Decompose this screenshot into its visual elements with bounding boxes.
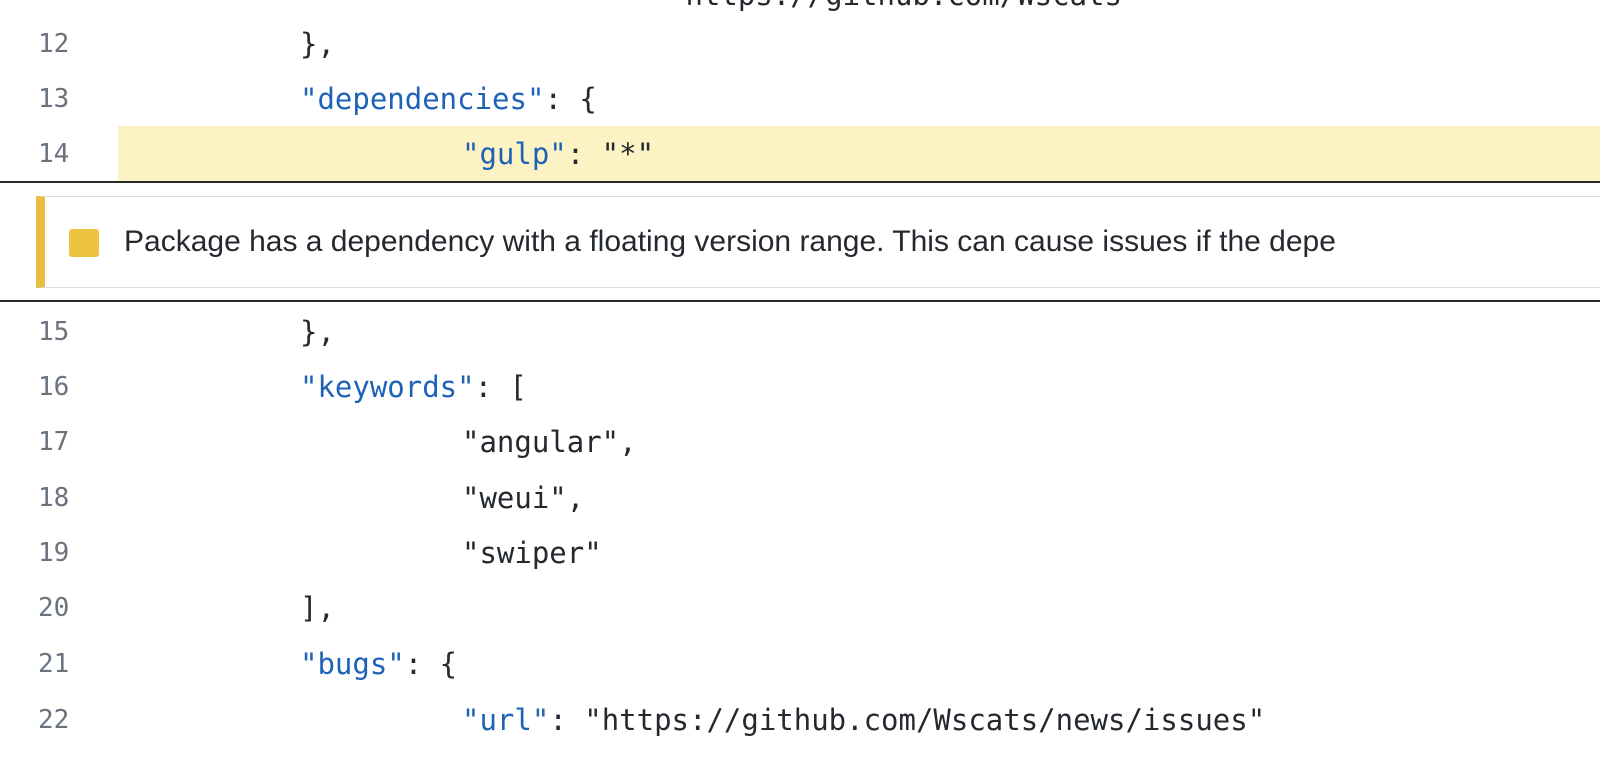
code-text: },: [300, 304, 335, 360]
code-punctuation: },: [300, 315, 335, 349]
line-number: 17: [38, 427, 70, 457]
code-line-19: 19 "swiper": [0, 525, 1600, 581]
line-number: 16: [38, 372, 70, 402]
code-text: "dependencies": {: [300, 71, 597, 127]
line-highlight: [118, 126, 1600, 182]
code-punctuation: : [: [474, 370, 527, 404]
line-number: 19: [38, 538, 70, 568]
code-line-15: 15 },: [0, 304, 1600, 360]
annotation-top-border: [0, 181, 1600, 183]
annotation-panel: Package has a dependency with a floating…: [0, 186, 1600, 302]
code-punctuation: ],: [300, 591, 335, 625]
code-punctuation: : {: [404, 647, 458, 681]
code-text: },: [300, 16, 335, 72]
code-line-16: 16 "keywords": [: [0, 359, 1600, 415]
json-key: "keywords": [300, 370, 475, 404]
code-punctuation: },: [300, 27, 335, 61]
json-string: "swiper": [462, 536, 602, 570]
code-punctuation: : "*": [566, 137, 655, 171]
code-line-22: 22 "url": "https://github.com/Wscats/new…: [0, 692, 1600, 748]
line-number: 22: [38, 705, 70, 735]
code-text: "weui",: [462, 470, 584, 526]
json-key: "gulp": [462, 137, 567, 171]
code-line-13: 13 "dependencies": {: [0, 71, 1600, 127]
json-string: "weui",: [462, 481, 585, 515]
code-line-18: 18 "weui",: [0, 470, 1600, 526]
json-string: : "https://github.com/Wscats/news/issues…: [549, 703, 1266, 737]
code-text: "gulp": "*": [462, 126, 654, 182]
annotation-bottom-border: [0, 300, 1600, 302]
code-line-21: 21 "bugs": {: [0, 636, 1600, 692]
code-line-12: 12 },: [0, 16, 1600, 72]
json-key: "bugs": [300, 647, 405, 681]
line-number: 15: [38, 317, 70, 347]
json-key: "url": [462, 703, 550, 737]
line-number: 18: [38, 483, 70, 513]
code-text: ],: [300, 580, 335, 636]
warning-annotation[interactable]: Package has a dependency with a floating…: [36, 196, 1600, 288]
code-line-20: 20 ],: [0, 580, 1600, 636]
code-line-17: 17 "angular",: [0, 414, 1600, 470]
code-text: "https://github.com/Wscats: [668, 0, 1122, 12]
code-punctuation: : {: [544, 82, 597, 116]
line-number: 21: [38, 649, 70, 679]
code-text: "swiper": [462, 525, 602, 581]
code-line-14-highlighted: 14 "gulp": "*": [0, 126, 1600, 182]
code-text: "angular",: [462, 414, 637, 470]
code-text: "keywords": [: [300, 359, 527, 415]
line-number: 20: [38, 593, 70, 623]
code-text: "url": "https://github.com/Wscats/news/i…: [462, 692, 1265, 748]
annotation-message: Package has a dependency with a floating…: [124, 225, 1336, 258]
warning-square-icon: [69, 229, 99, 257]
json-string: "angular",: [462, 425, 637, 459]
line-number: 13: [38, 84, 70, 114]
line-number: 14: [38, 139, 70, 169]
code-line-partial: "https://github.com/Wscats: [0, 0, 1600, 20]
json-key: "dependencies": [300, 82, 545, 116]
code-text: "bugs": {: [300, 636, 457, 692]
line-number: 12: [38, 29, 70, 59]
